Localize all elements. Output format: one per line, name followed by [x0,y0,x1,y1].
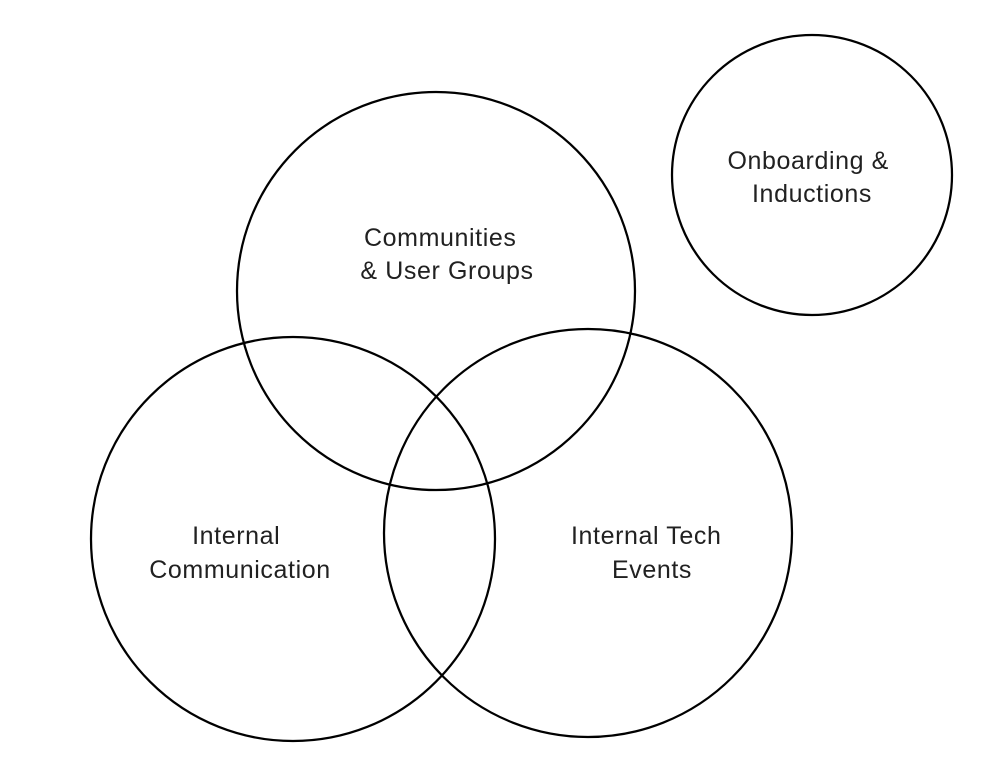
label-communities-user-groups-line2: & User Groups [360,257,533,285]
label-internal-communication-line2: Communication [149,556,330,584]
label-onboarding-inductions-line2: Inductions [752,180,872,208]
circle-internal-communication [89,335,497,743]
label-internal-tech-events: Internal Tech Events [571,522,729,584]
label-internal-tech-events-line2: Events [612,556,692,584]
circle-communities-user-groups [235,90,637,492]
label-internal-communication-line1: Internal [192,522,280,550]
label-onboarding-inductions: Onboarding & Inductions [727,147,896,208]
circle-onboarding-inductions [670,33,954,317]
circle-internal-tech-events [382,327,794,739]
label-communities-user-groups: Communities & User Groups [360,224,533,285]
label-internal-tech-events-line1: Internal Tech [571,522,722,550]
label-onboarding-inductions-line1: Onboarding & [727,147,888,175]
label-communities-user-groups-line1: Communities [364,224,516,252]
label-internal-communication: Internal Communication [149,522,330,584]
